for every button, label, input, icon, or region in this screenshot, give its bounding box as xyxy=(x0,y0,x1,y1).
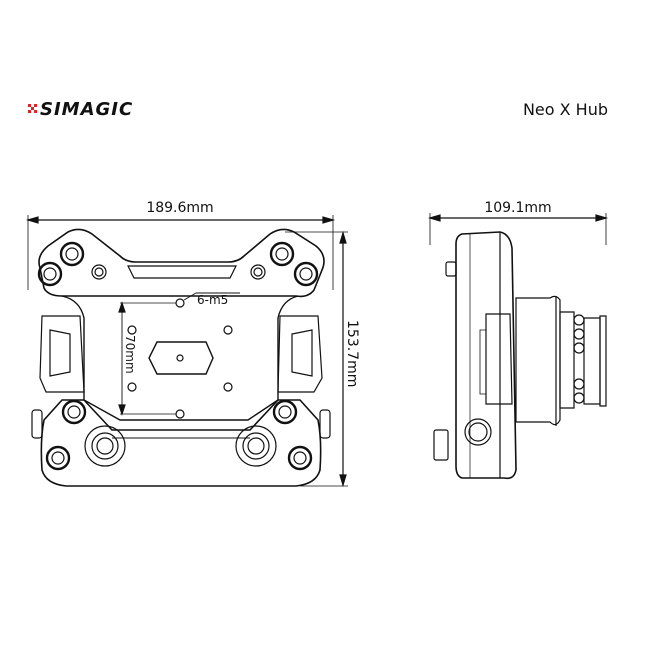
logo-checker-icon xyxy=(28,104,37,113)
brand-name: SIMAGIC xyxy=(40,98,134,120)
screw-label: 6-m5 xyxy=(197,293,228,307)
width-dimension: 189.6mm xyxy=(146,200,213,216)
height-dimension: 153.7mm xyxy=(344,320,360,387)
side-view: 109.1mm xyxy=(427,200,609,480)
hole-spacing-dimension: 70mm xyxy=(123,335,137,374)
front-view: 189.6mm 153.7mm xyxy=(25,200,360,488)
depth-dimension: 109.1mm xyxy=(484,200,551,216)
brand-logo: SIMAGIC xyxy=(26,98,133,120)
product-title: Neo X Hub xyxy=(522,100,608,119)
